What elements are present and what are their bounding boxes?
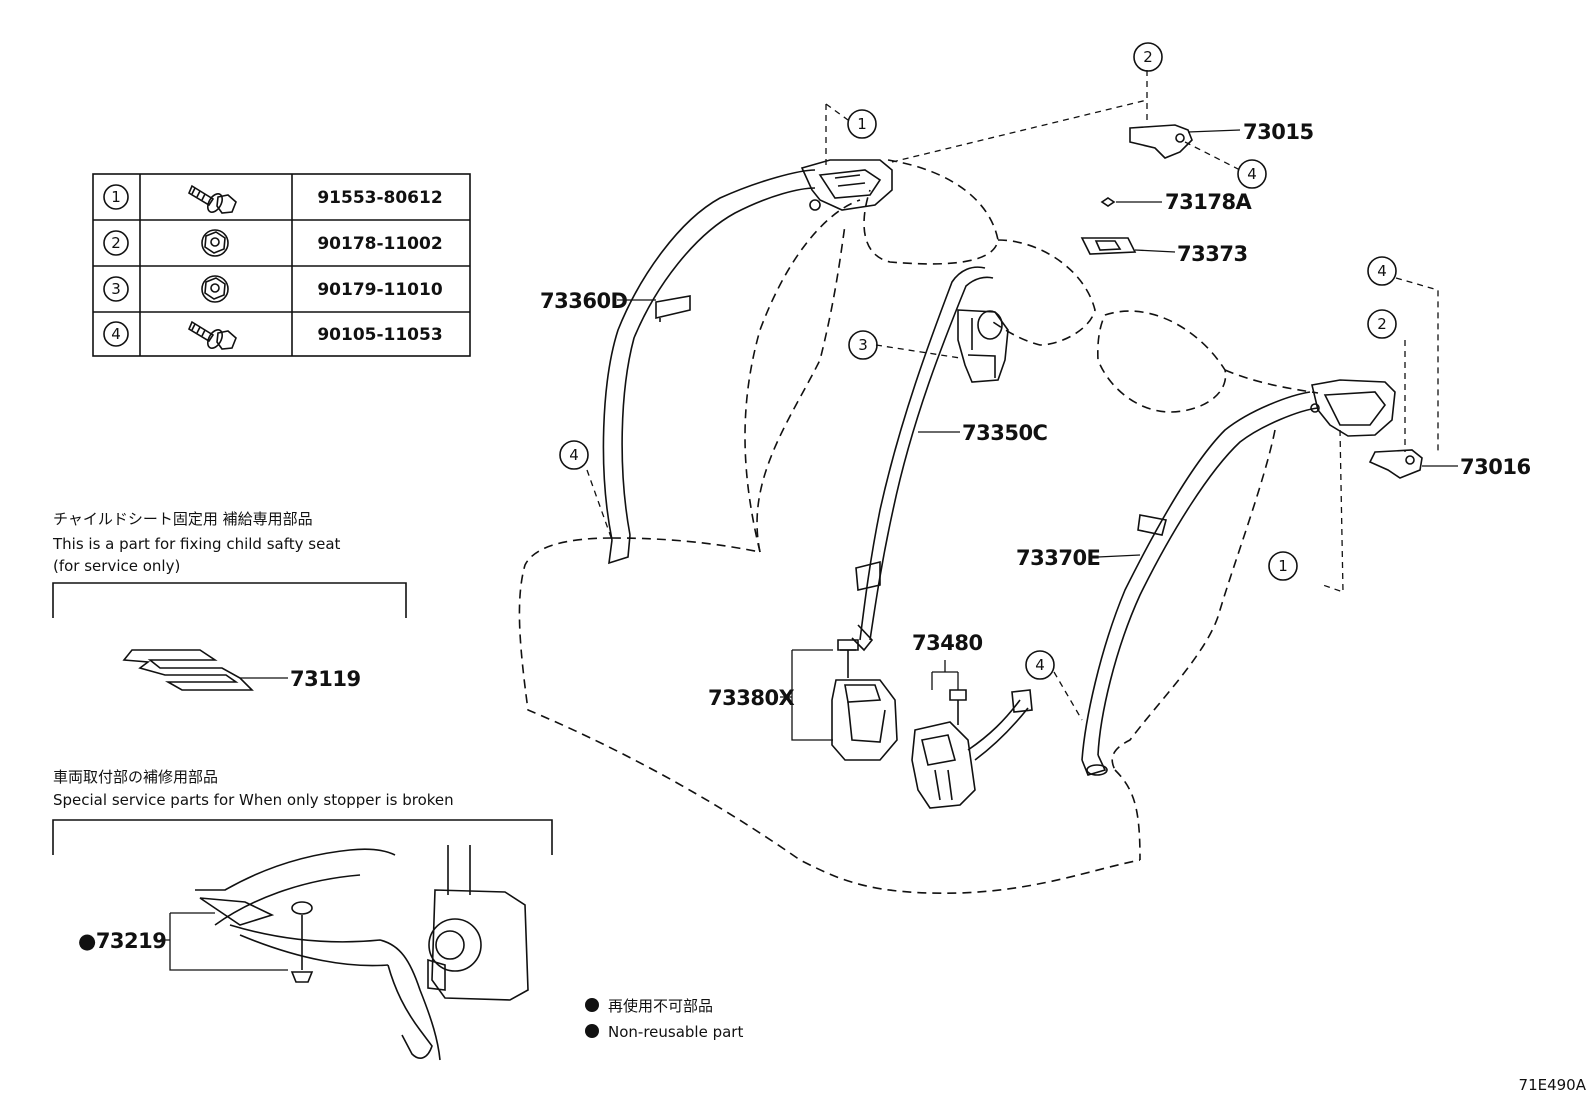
flange-nut-icon (201, 229, 229, 257)
flange-nut-icon (201, 275, 229, 303)
child-seat-note-jp: チャイルドシート固定用 補給専用部品 (53, 510, 313, 528)
callout-4-top: 4 (1247, 165, 1257, 183)
center-retractor (957, 309, 1009, 383)
callout-4-left: 4 (569, 446, 579, 464)
stopper-detail-illustration (195, 845, 529, 1061)
label-73015: 73015 (1243, 120, 1314, 144)
label-73350C: 73350C (962, 421, 1048, 445)
cap-73178A (1100, 197, 1116, 207)
label-73380X: 73380X (708, 686, 795, 710)
label-73360D: 73360D (540, 289, 628, 313)
callout-3: 3 (858, 336, 868, 354)
bracket-73015 (1129, 124, 1193, 159)
bracket-73016 (1368, 449, 1423, 479)
callout-4-right-low: 4 (1035, 656, 1045, 674)
callout-1-top: 1 (857, 115, 867, 133)
child-seat-part-box (52, 582, 407, 691)
non-reusable-dot-icon (585, 1024, 599, 1038)
stopper-note-jp: 車両取付部の補修用部品 (53, 768, 218, 786)
flange-bolt-icon (187, 320, 237, 350)
non-reusable-dot-icon (585, 998, 599, 1012)
table-ref-1: 1 (111, 188, 121, 206)
table-ref-4: 4 (111, 325, 121, 343)
belt-73370E (1081, 391, 1319, 776)
child-seat-note-en2: (for service only) (53, 557, 180, 575)
label-73016: 73016 (1460, 455, 1531, 479)
left-upper-anchor (800, 159, 893, 211)
label-73480: 73480 (912, 631, 983, 655)
callout-2-right: 2 (1377, 315, 1387, 333)
callout-2-top: 2 (1143, 48, 1153, 66)
label-73219: ●73219 (78, 929, 166, 953)
table-ref-2: 2 (111, 234, 121, 252)
flange-bolt-icon (187, 184, 237, 214)
table-ref-3: 3 (111, 280, 121, 298)
table-part-4: 90105-11053 (317, 325, 442, 345)
label-73370E: 73370E (1016, 546, 1100, 570)
callout-leaders (586, 70, 1439, 721)
legend-en: Non-reusable part (608, 1023, 743, 1041)
table-part-3: 90179-11010 (317, 280, 443, 300)
plate-73373 (1080, 237, 1137, 255)
table-part-2: 90178-11002 (317, 234, 442, 254)
stopper-part-box (52, 819, 553, 1061)
table-part-1: 91553-80612 (317, 188, 442, 208)
stopper-note-en: Special service parts for When only stop… (53, 791, 454, 809)
child-seat-note-en1: This is a part for fixing child safty se… (52, 535, 341, 553)
label-73178A: 73178A (1165, 190, 1253, 214)
right-upper-anchor (1310, 379, 1396, 437)
label-leaders (240, 129, 1458, 741)
legend-jp: 再使用不可部品 (608, 997, 713, 1015)
figure-id: 71E490A (1519, 1076, 1587, 1094)
callout-4-right-top: 4 (1377, 262, 1387, 280)
rear-seat-outline (518, 159, 1319, 894)
label-73373: 73373 (1177, 242, 1248, 266)
label-73119: 73119 (290, 667, 361, 691)
callout-1-right: 1 (1278, 557, 1288, 575)
belt-73360D (602, 169, 816, 565)
plate-73119 (122, 649, 254, 691)
buckle-73480 (911, 689, 1033, 809)
buckle-73380X (831, 639, 898, 761)
fastener-table (92, 173, 471, 357)
